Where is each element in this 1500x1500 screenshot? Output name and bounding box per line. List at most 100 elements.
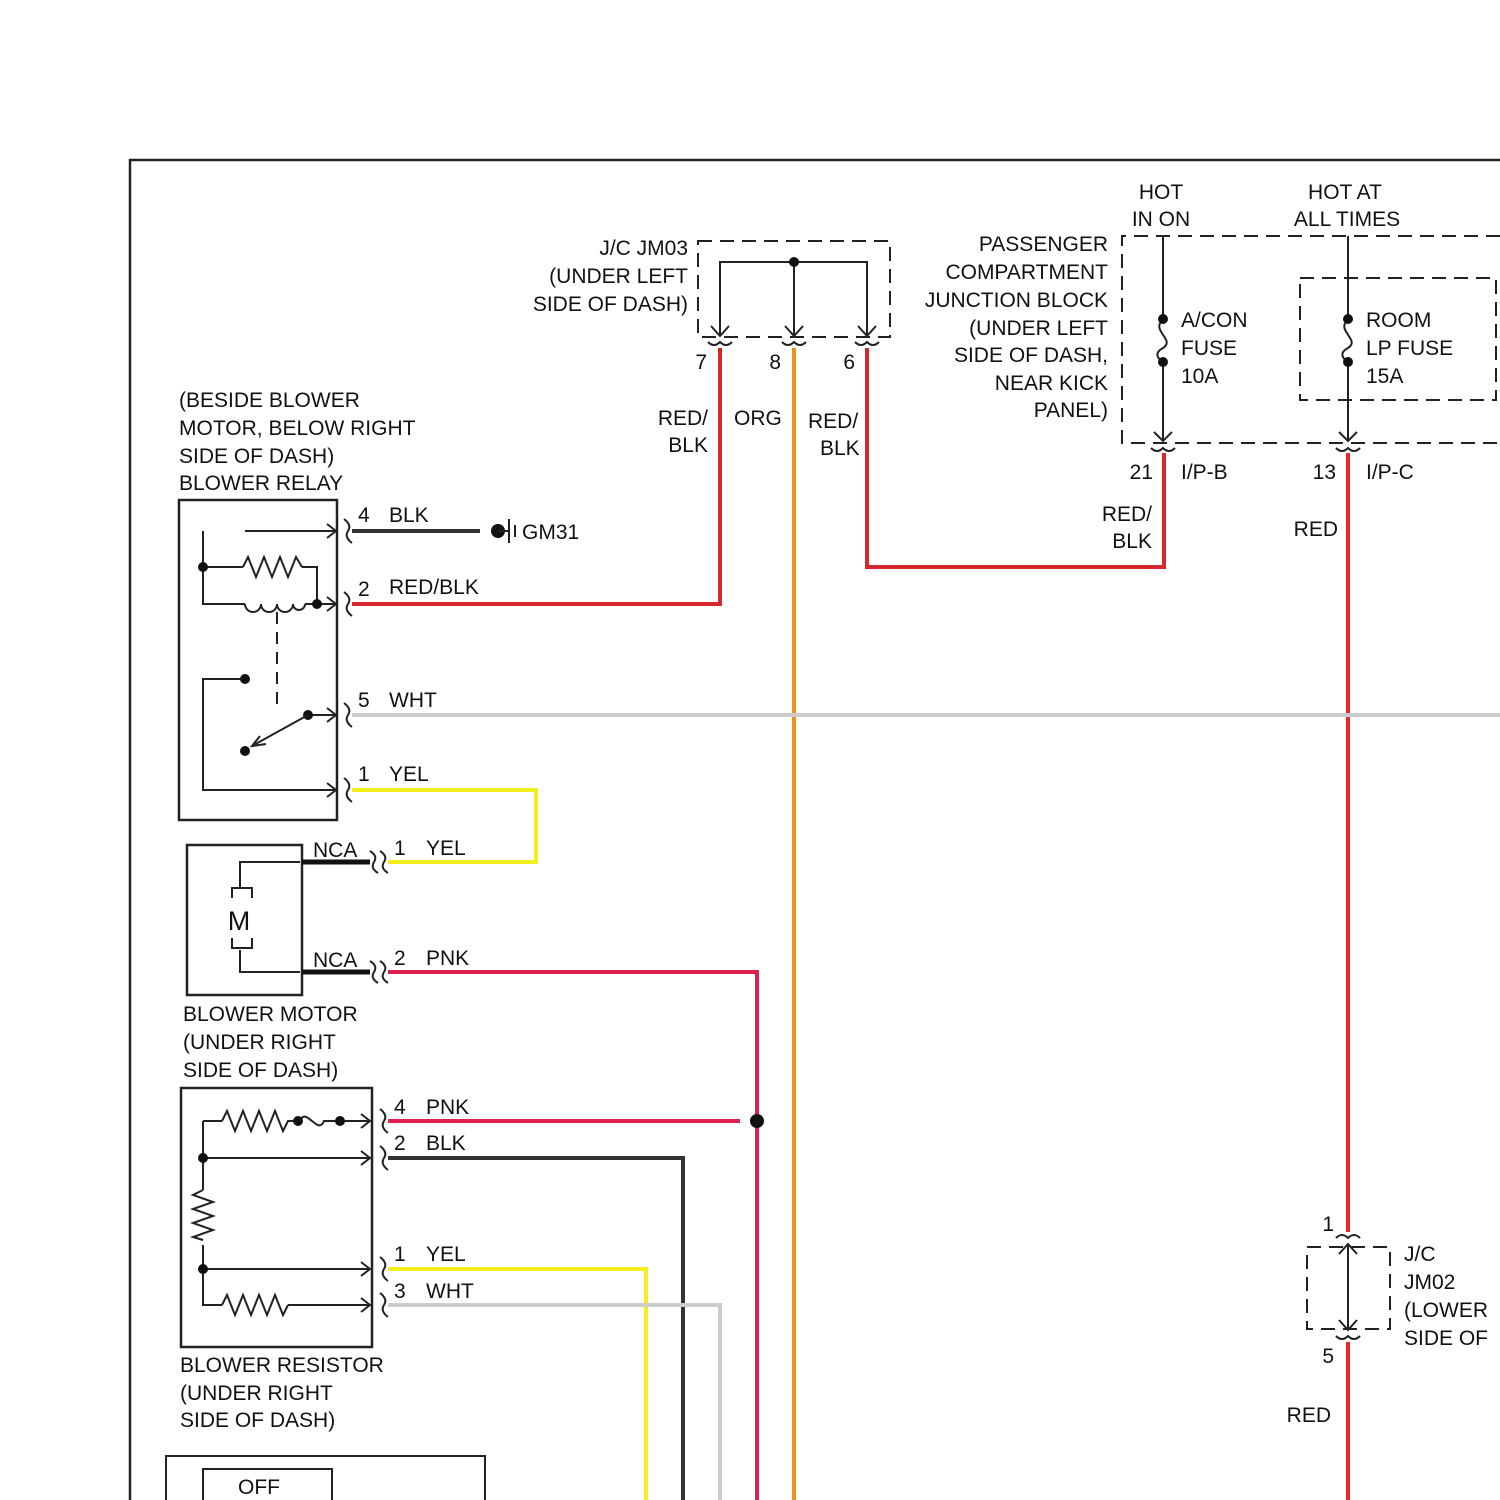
resistor-node-dot (293, 1116, 303, 1126)
wire-color-label: PNK (426, 947, 469, 970)
blower-switch: OFF (166, 1456, 485, 1500)
motor-side-label: NCA (313, 839, 357, 862)
relay-pin-number: 4 (358, 504, 370, 527)
ground-label: GM31 (522, 521, 579, 544)
relay-resistor-symbol (243, 557, 302, 577)
wire-motor-2-pnk (388, 972, 757, 1500)
relay-node-dot (198, 562, 208, 572)
jm03-splice-dot (789, 257, 799, 267)
motor-pin-number: 1 (394, 837, 406, 860)
wire-relay-2-redblk (352, 348, 720, 604)
blower-motor-label-line: SIDE OF DASH) (183, 1059, 338, 1082)
relay-pin-number: 1 (358, 763, 370, 786)
jm02-link (1339, 1244, 1357, 1330)
jm02-label-line: JM02 (1404, 1271, 1455, 1294)
junction-block-label-line: JUNCTION BLOCK (925, 289, 1108, 312)
resistor-circuit (203, 1121, 370, 1305)
relay-node-dot (312, 599, 322, 609)
relay-pin-arrow (327, 524, 336, 611)
junction-block-label-line: NEAR KICK (995, 372, 1108, 395)
motor-pin-number: 2 (394, 947, 406, 970)
resistor-pin-number: 2 (394, 1132, 406, 1155)
acon-fuse-terminal (1158, 314, 1168, 324)
diagram-frame (130, 160, 1500, 1500)
junction-block-label-line: PANEL) (1034, 399, 1108, 422)
blower-relay-label-line: (BESIDE BLOWER (179, 389, 360, 412)
resistor-pin-number: 4 (394, 1096, 406, 1119)
jm03-label-line: (UNDER LEFT (549, 265, 688, 288)
jm02-label-line: SIDE OF (1404, 1327, 1488, 1350)
resistor-symbol (222, 1295, 288, 1315)
jm03-pin-number: 6 (843, 351, 855, 374)
blower-resistor-label-line: SIDE OF DASH) (180, 1409, 335, 1432)
acon-fuse-label: A/CON (1181, 309, 1248, 332)
resistor-connectors (380, 1109, 388, 1317)
resistor-node-dot (198, 1264, 208, 1274)
wire-color-label: BLK (426, 1132, 466, 1155)
junction-block-label-line: (UNDER LEFT (969, 317, 1108, 340)
room-fuse-terminal (1343, 357, 1353, 367)
resistor-pin-arrow (361, 1114, 370, 1312)
ground-icon (498, 519, 515, 543)
motor-connectors (370, 851, 388, 983)
motor-side-label: NCA (313, 949, 357, 972)
blower-motor-label-line: BLOWER MOTOR (183, 1003, 358, 1026)
relay-pin-arrow (327, 708, 336, 797)
ipc-connector (1336, 448, 1360, 451)
jc-jm03: J/C JM03 (UNDER LEFT SIDE OF DASH) 7 8 6… (533, 237, 890, 460)
wire-color-label: WHT (389, 689, 437, 712)
wire-color-label: PNK (426, 1096, 469, 1119)
jm02-connector (1336, 1235, 1360, 1238)
ipb-connector (1151, 448, 1175, 451)
relay-connectors (344, 519, 352, 802)
switch-off-label: OFF (238, 1476, 280, 1499)
wire-resistor-3-wht (388, 1305, 720, 1500)
splice-dot (750, 1114, 764, 1128)
blower-resistor: 4 PNK 2 BLK 1 YEL 3 WHT BLOWER RESISTOR … (180, 1088, 764, 1432)
resistor-symbol (222, 1111, 340, 1131)
wire-color-label: ORG (734, 407, 782, 430)
relay-switch-contact (240, 746, 250, 756)
wire-color-label: BLK (1112, 530, 1152, 553)
wire-color-label: YEL (426, 837, 466, 860)
hot-in-on-label: IN ON (1132, 208, 1190, 231)
room-fuse-label: ROOM (1366, 309, 1431, 332)
wire-resistor-2-blk (388, 1158, 683, 1500)
blower-relay-label-line: SIDE OF DASH) (179, 445, 334, 468)
room-fuse-symbol (1342, 320, 1351, 362)
jm03-label-line: SIDE OF DASH) (533, 293, 688, 316)
wire-color-label: RED/BLK (389, 576, 479, 599)
relay-pin-number: 5 (358, 689, 370, 712)
jc-jm02: 1 5 J/C JM02 (LOWER SIDE OF RED (1287, 1213, 1488, 1427)
jm02-label-line: (LOWER (1404, 1299, 1488, 1322)
junction-block-label-line: PASSENGER (979, 233, 1108, 256)
wire-color-label: WHT (426, 1280, 474, 1303)
relay-switch-contact (240, 674, 250, 684)
resistor-pin-number: 1 (394, 1243, 406, 1266)
room-fuse-terminal (1343, 314, 1353, 324)
room-fuse-label: 15A (1366, 365, 1403, 388)
jm03-label-line: J/C JM03 (599, 237, 688, 260)
wire-color-label: RED/ (658, 407, 708, 430)
jm03-bus (720, 262, 867, 336)
wire-color-label: RED (1294, 518, 1338, 541)
motor-symbol: M (228, 906, 251, 936)
wire-color-label: BLK (820, 437, 860, 460)
blower-resistor-label-line: (UNDER RIGHT (180, 1382, 333, 1405)
relay-switch-arm (252, 715, 308, 746)
hot-at-all-times-label: ALL TIMES (1294, 208, 1400, 231)
wire-color-label: BLK (668, 434, 708, 457)
relay-switch-circuit (203, 679, 335, 790)
relay-pin-number: 2 (358, 578, 370, 601)
ipc-connector-label: I/P-C (1366, 461, 1414, 484)
acon-fuse-label: 10A (1181, 365, 1218, 388)
passenger-junction-block: PASSENGER COMPARTMENT JUNCTION BLOCK (UN… (925, 181, 1500, 553)
junction-block-label-line: COMPARTMENT (945, 261, 1108, 284)
hot-in-on-label: HOT (1139, 181, 1184, 204)
resistor-pin-number: 3 (394, 1280, 406, 1303)
resistor-node-dot (198, 1153, 208, 1163)
room-fuse-label: LP FUSE (1366, 337, 1453, 360)
jm03-pin-number: 8 (769, 351, 781, 374)
blower-resistor-label-line: BLOWER RESISTOR (180, 1354, 384, 1377)
